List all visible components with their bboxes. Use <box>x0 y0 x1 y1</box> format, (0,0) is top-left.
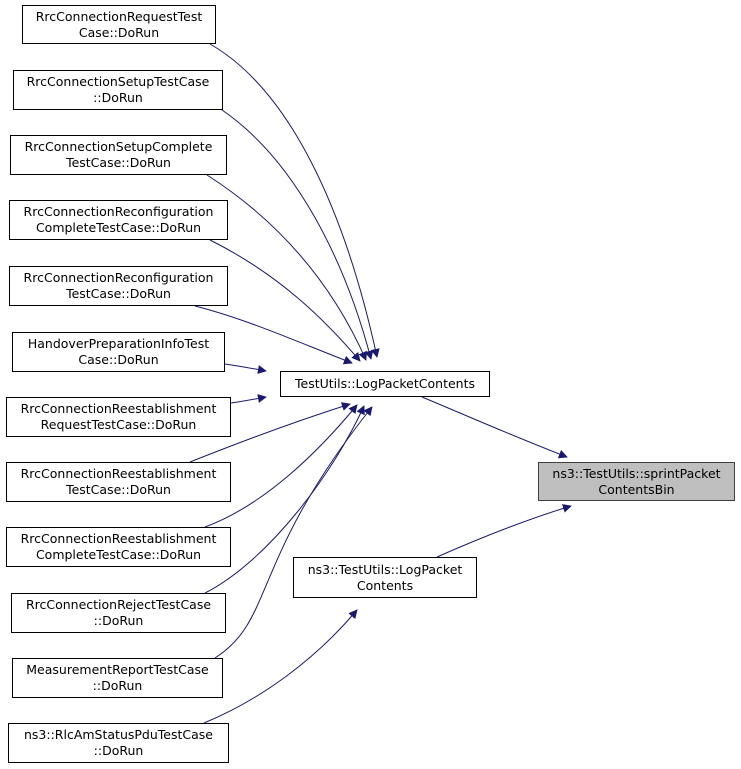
node-label-line: Contents <box>356 577 414 593</box>
edge-ns3logpc-sprint <box>436 504 572 558</box>
node-label-line: TestCase::DoRun <box>66 286 171 301</box>
node-label-line: ::DoRun <box>93 743 144 758</box>
node-label-line: ::DoRun <box>93 90 143 105</box>
edge-c8-logpc <box>189 402 351 463</box>
node-label-line: MeasurementReportTestCase <box>26 662 209 677</box>
node-label-line: RrcConnectionSetupComplete <box>24 139 213 154</box>
edge-c3-logpc <box>206 174 367 361</box>
node-label-line: TestCase::DoRun <box>66 482 171 497</box>
node-label-line: HandoverPreparationInfoTest <box>27 336 210 351</box>
edge-c5-logpc <box>194 305 353 365</box>
edge-c7-logpc <box>230 394 267 404</box>
node-label-line: RrcConnectionReconfiguration <box>23 270 214 285</box>
edge-c2-logpc <box>221 109 374 360</box>
node-logpc[interactable]: TestUtils::LogPacketContents <box>280 371 490 397</box>
node-label-line: ContentsBin <box>598 481 675 497</box>
node-label-line: RrcConnectionReestablishment <box>20 531 217 546</box>
node-label-line: Case::DoRun <box>78 352 159 367</box>
node-label-line: ns3::TestUtils::LogPacket <box>307 561 463 577</box>
edge-c11-logpc <box>214 406 373 659</box>
node-label-line: RrcConnectionSetupTestCase <box>26 74 210 89</box>
node-label-line: CompleteTestCase::DoRun <box>35 547 202 562</box>
edge-c9-logpc <box>204 404 358 528</box>
node-label-line: TestCase::DoRun <box>66 155 171 170</box>
edge-c6-logpc <box>224 363 267 374</box>
edge-c1-logpc <box>209 43 380 358</box>
node-label-line: RrcConnectionReestablishment <box>20 466 217 481</box>
edge-c4-logpc <box>209 239 361 362</box>
node-label-line: RrcConnectionRequestTest <box>35 8 203 24</box>
node-label-line: ::DoRun <box>92 678 143 693</box>
node-c2[interactable]: RrcConnectionSetupTestCase::DoRun <box>13 70 223 110</box>
node-label-line: RrcConnectionReestablishment <box>20 401 217 416</box>
node-label-line: CompleteTestCase::DoRun <box>35 220 202 235</box>
node-label-line: RrcConnectionReconfiguration <box>23 204 214 219</box>
node-label-line: ns3::TestUtils::sprintPacket <box>552 465 721 481</box>
edge-c10-logpc <box>204 405 365 594</box>
node-label-line: RequestTestCase::DoRun <box>40 417 197 432</box>
node-label-line: ::DoRun <box>93 613 144 628</box>
edge-logpc-sprint <box>421 396 568 459</box>
node-c12[interactable]: ns3::RlcAmStatusPduTestCase::DoRun <box>8 723 229 763</box>
node-c11[interactable]: MeasurementReportTestCase::DoRun <box>12 658 223 698</box>
node-label-line: RrcConnectionRejectTestCase <box>25 597 212 612</box>
node-label-line: TestUtils::LogPacketContents <box>295 376 475 391</box>
node-label-line: ns3::RlcAmStatusPduTestCase <box>23 727 213 742</box>
node-c10[interactable]: RrcConnectionRejectTestCase::DoRun <box>11 593 226 633</box>
edge-c12-ns3logpc <box>203 609 358 724</box>
node-label-line: Case::DoRun <box>78 24 160 40</box>
